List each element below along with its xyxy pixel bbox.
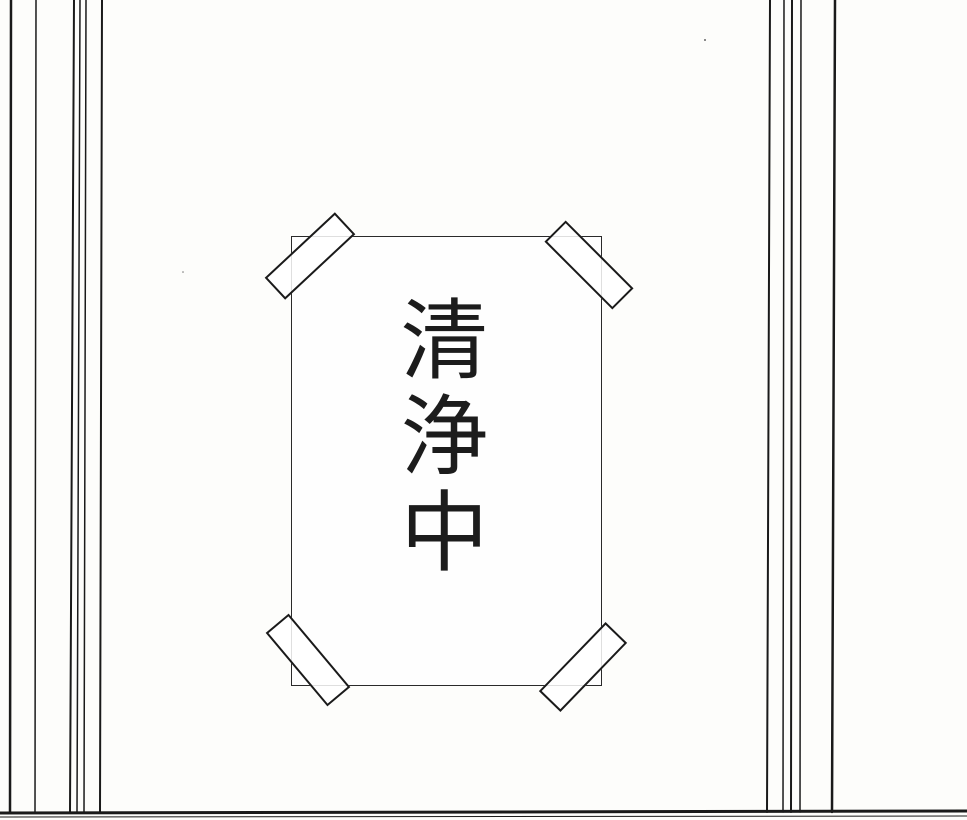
speck-2 <box>704 39 706 41</box>
left-frame-line-2 <box>34 0 37 813</box>
left-frame-line-5 <box>83 0 87 813</box>
floor-shadow-line <box>0 815 967 818</box>
speck-3 <box>182 271 184 273</box>
cleaning-sign-text: 清浄中 <box>386 294 489 582</box>
right-frame-line-3 <box>790 0 793 813</box>
posted-paper-sign <box>291 236 602 686</box>
left-frame-line-1 <box>8 0 13 814</box>
floor-line <box>0 809 967 815</box>
left-frame-line-3 <box>69 0 75 813</box>
right-frame-line-1 <box>766 0 771 813</box>
right-frame-line-2 <box>782 0 785 813</box>
right-frame-line-4 <box>799 0 802 813</box>
left-frame-line-4 <box>76 0 81 813</box>
left-frame-line-6 <box>99 0 103 813</box>
right-frame-line-5 <box>830 0 837 814</box>
